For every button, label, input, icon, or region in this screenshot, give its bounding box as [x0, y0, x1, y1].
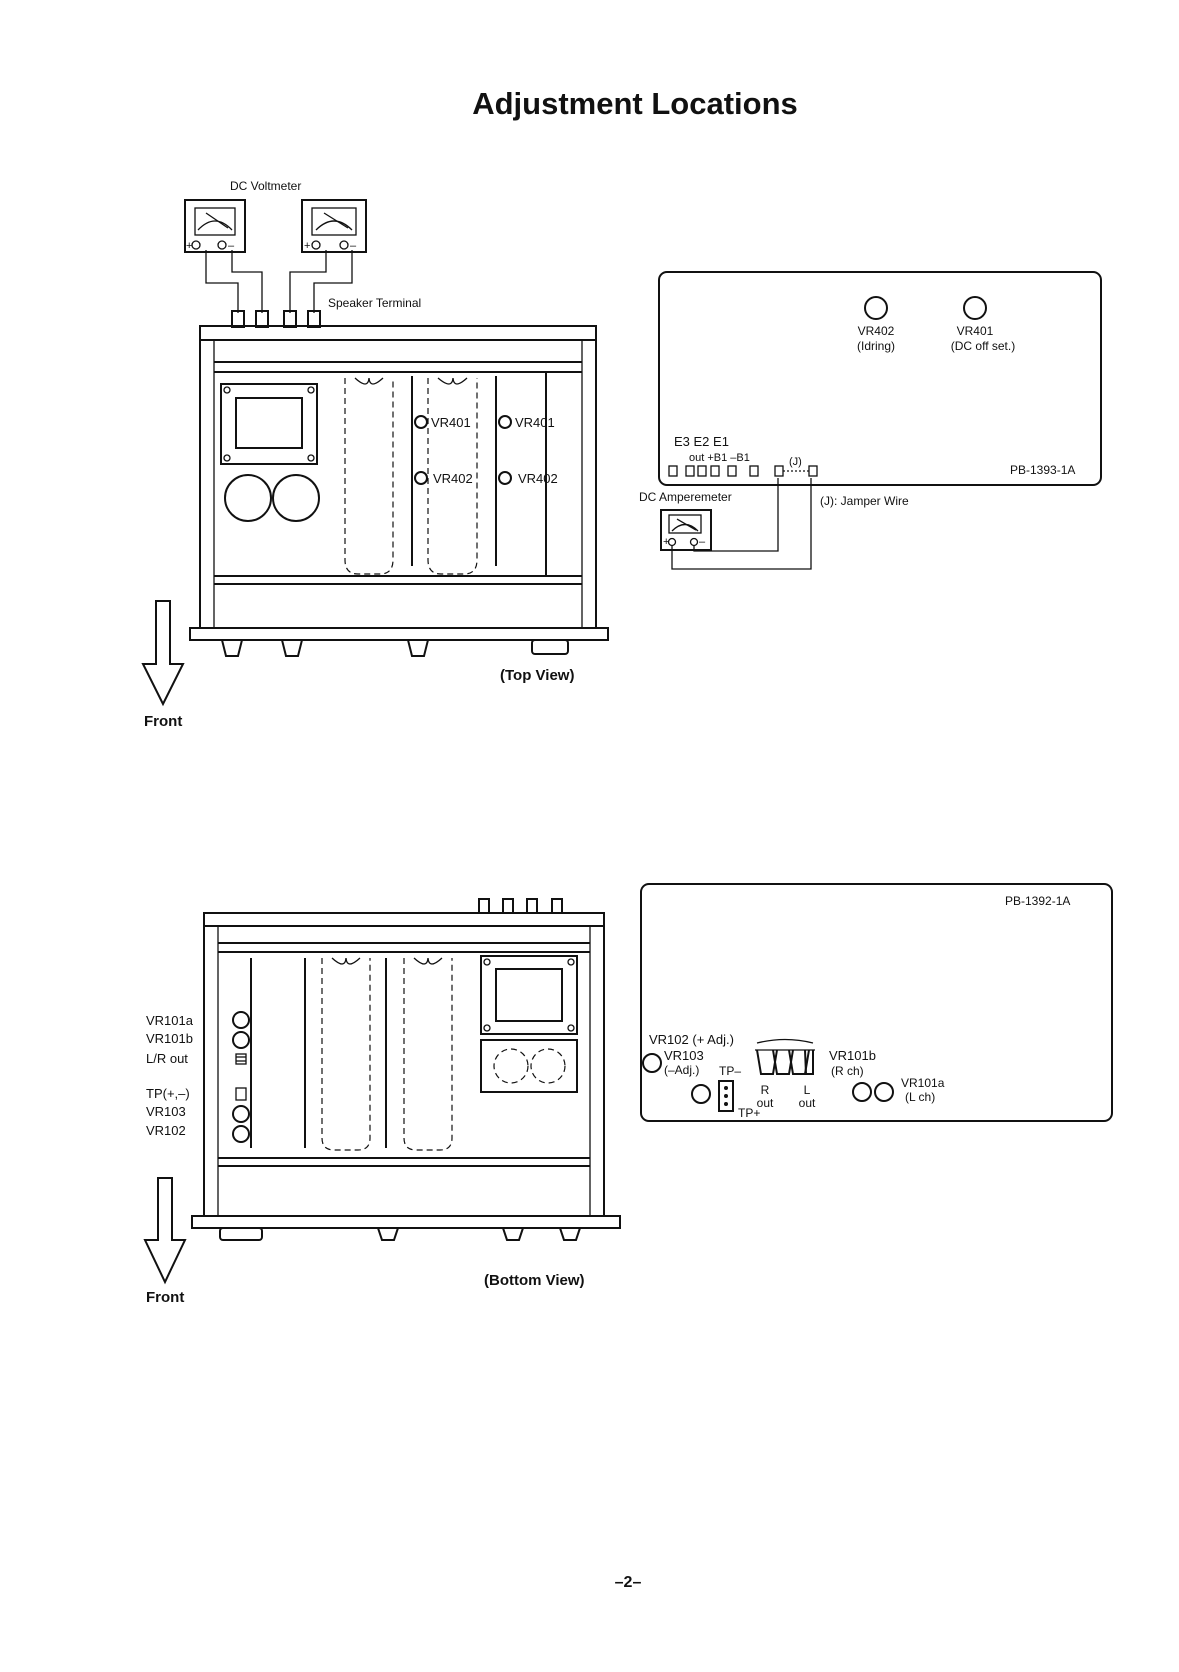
- top-vr401-right-label: VR401: [515, 415, 555, 430]
- board-vr401-label: VR401: [957, 324, 994, 338]
- board-tp-plus-label: TP+: [738, 1106, 760, 1120]
- pb-1393-board: VR402 (Idring) VR401 (DC off set.) E3 E2…: [639, 271, 1102, 570]
- bottom-label-lr-out: L/R out: [146, 1051, 188, 1066]
- board-vr103-label: VR103: [664, 1048, 704, 1063]
- board-r-out-label: out: [757, 1096, 774, 1110]
- page-title: Adjustment Locations: [472, 86, 798, 121]
- board-terminal-sublabels: out +B1 –B1: [689, 452, 750, 464]
- board-r-label: R: [761, 1083, 770, 1097]
- top-front-label: Front: [144, 713, 182, 730]
- page-number: –2–: [615, 1574, 642, 1591]
- speaker-terminal-label: Speaker Terminal: [328, 296, 421, 310]
- board-vr103-note: (–Adj.): [664, 1063, 699, 1077]
- board-id-1393: PB-1393-1A: [1010, 463, 1075, 477]
- board-vr101b-label: VR101b: [829, 1048, 876, 1063]
- svg-text:+: +: [663, 536, 669, 548]
- board-vr101a-label: VR101a: [901, 1076, 945, 1090]
- dc-voltmeter-label: DC Voltmeter: [230, 179, 301, 193]
- bottom-label-vr101a: VR101a: [146, 1013, 194, 1028]
- top-vr402-left-label: VR402: [433, 471, 473, 486]
- board-l-label: L: [804, 1083, 811, 1097]
- bottom-view-caption: (Bottom View): [484, 1272, 585, 1289]
- svg-text:–: –: [699, 536, 706, 548]
- svg-text:–: –: [350, 240, 357, 252]
- dc-voltmeter-right: + –: [301, 199, 367, 253]
- board-id-1392: PB-1392-1A: [1005, 894, 1070, 908]
- board-vr102-label: VR102 (+ Adj.): [649, 1032, 734, 1047]
- svg-text:–: –: [228, 240, 235, 252]
- board-vr402-note: (Idring): [857, 339, 895, 353]
- board-terminal-labels: E3 E2 E1: [674, 434, 729, 449]
- board-vr101b-note: (R ch): [831, 1064, 864, 1078]
- board-jumper-tag: (J): [789, 456, 802, 468]
- bottom-label-vr101b: VR101b: [146, 1031, 193, 1046]
- pb-1392-board: PB-1392-1A VR102 (+ Adj.) VR103 (–Adj.) …: [640, 883, 1113, 1122]
- board-vr101a-note: (L ch): [905, 1090, 935, 1104]
- bottom-front-label: Front: [146, 1289, 184, 1306]
- board-vr402-label: VR402: [858, 324, 895, 338]
- bottom-label-tp: TP(+,–): [146, 1086, 190, 1101]
- top-view-diagram: DC Voltmeter + – + –: [141, 179, 609, 730]
- svg-text:+: +: [304, 240, 310, 252]
- board-vr401-note: (DC off set.): [951, 339, 1015, 353]
- dc-amperemeter-label: DC Amperemeter: [639, 490, 732, 504]
- jumper-wire-note: (J): Jamper Wire: [820, 494, 909, 508]
- svg-text:+: +: [186, 240, 192, 252]
- board-tp-minus-label: TP–: [719, 1064, 741, 1078]
- top-vr401-left-label: VR401: [431, 415, 471, 430]
- top-view-caption: (Top View): [500, 667, 574, 684]
- bottom-label-vr102: VR102: [146, 1123, 186, 1138]
- dc-voltmeter-left: + –: [184, 199, 246, 253]
- board-l-out-label: out: [799, 1096, 816, 1110]
- top-vr402-right-label: VR402: [518, 471, 558, 486]
- bottom-label-vr103: VR103: [146, 1104, 186, 1119]
- bottom-view-diagram: VR101a VR101b L/R out TP(+,–) VR103 VR10…: [143, 898, 621, 1306]
- dc-amperemeter: + –: [660, 509, 712, 551]
